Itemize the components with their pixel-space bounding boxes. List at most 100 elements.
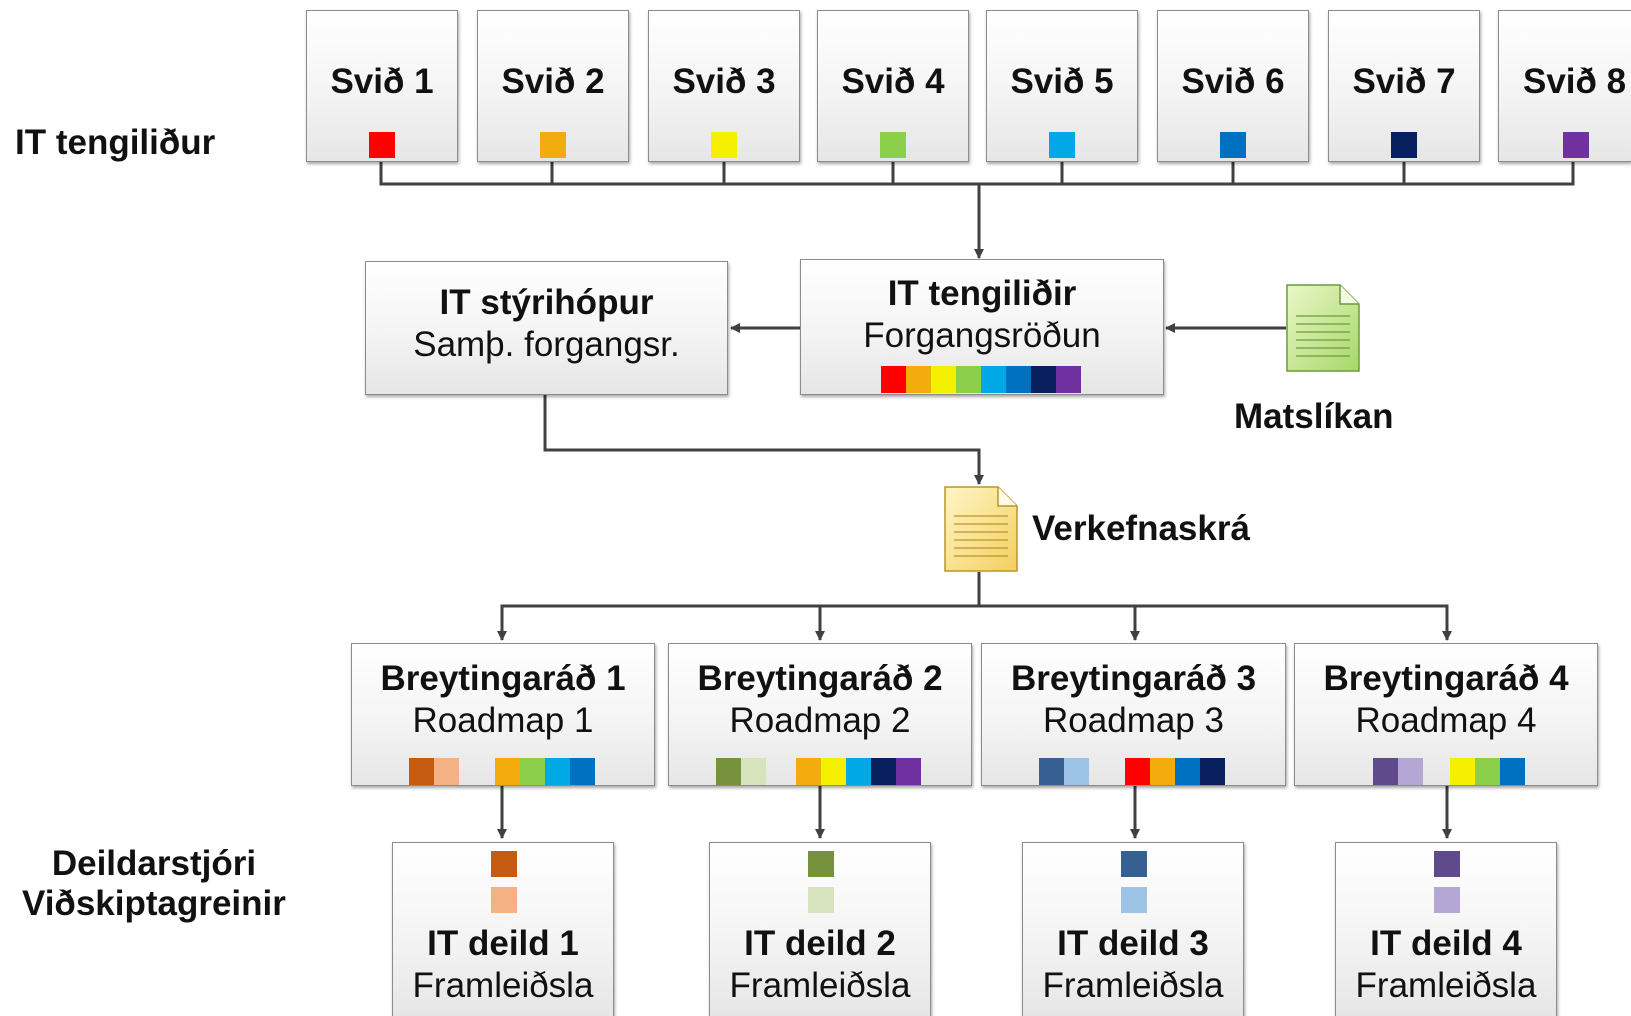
change-board-subtitle: Roadmap 2: [729, 701, 911, 740]
division-color-square: [880, 132, 906, 158]
it-contacts-title: IT tengiliðir: [887, 274, 1077, 313]
change-board-title: Breytingaráð 4: [1323, 659, 1569, 698]
division-label: Svið 5: [1010, 62, 1114, 101]
division-box-2: Svið 2: [477, 10, 629, 162]
it-contacts-box: IT tengiliðir Forgangsröðun: [800, 259, 1164, 395]
document-icon-green: [1286, 284, 1360, 372]
division-box-1: Svið 1: [306, 10, 458, 162]
division-color-square: [369, 132, 395, 158]
change-board-4: Breytingaráð 4 Roadmap 4: [1294, 643, 1598, 786]
division-color-square: [1220, 132, 1246, 158]
change-board-subtitle: Roadmap 4: [1355, 701, 1537, 740]
dept-color-square-light: [491, 887, 517, 913]
division-color-strip: [1125, 758, 1225, 785]
project-register-label: Verkefnaskrá: [1032, 509, 1250, 548]
priority-color-cell: [1006, 366, 1031, 393]
it-contact-row-label: IT tengiliður: [15, 123, 216, 162]
division-box-4: Svið 4: [817, 10, 969, 162]
it-department-title: IT deild 3: [1057, 924, 1209, 963]
dept-manager-label-line2: Viðskiptagreinir: [22, 884, 286, 924]
priority-color-cell: [881, 366, 906, 393]
change-board-subtitle: Roadmap 3: [1043, 701, 1224, 740]
color-cell: [1200, 758, 1225, 785]
color-cell: [1475, 758, 1500, 785]
division-label: Svið 1: [330, 62, 434, 101]
change-board-title: Breytingaráð 1: [380, 659, 626, 698]
color-cell: [896, 758, 921, 785]
dept-color-square-light: [1121, 887, 1147, 913]
dept-color-strip: [409, 758, 459, 785]
it-department-subtitle: Framleiðsla: [729, 966, 911, 1005]
it-department-title: IT deild 1: [427, 924, 579, 963]
color-cell: [1500, 758, 1525, 785]
priority-color-cell: [931, 366, 956, 393]
dept-manager-label: Deildarstjóri Viðskiptagreinir: [22, 844, 286, 925]
division-color-strip: [796, 758, 921, 785]
dept-color-square-dark: [491, 851, 517, 877]
color-cell: [1175, 758, 1200, 785]
division-color-strip: [1450, 758, 1525, 785]
evaluation-model-label: Matslíkan: [1234, 397, 1394, 436]
division-box-5: Svið 5: [986, 10, 1138, 162]
color-cell: [409, 758, 434, 785]
dept-color-strip: [1039, 758, 1089, 785]
color-cell: [495, 758, 520, 785]
it-department-title: IT deild 2: [744, 924, 896, 963]
division-label: Svið 6: [1181, 62, 1285, 101]
steering-group-title: IT stýrihópur: [439, 283, 654, 322]
color-cell: [570, 758, 595, 785]
color-cell: [741, 758, 766, 785]
priority-color-cell: [1031, 366, 1056, 393]
dept-color-square-dark: [808, 851, 834, 877]
change-board-2: Breytingaráð 2 Roadmap 2: [668, 643, 972, 786]
division-box-6: Svið 6: [1157, 10, 1309, 162]
color-cell: [434, 758, 459, 785]
it-department-subtitle: Framleiðsla: [1355, 966, 1537, 1005]
dept-color-square-dark: [1121, 851, 1147, 877]
division-box-3: Svið 3: [648, 10, 800, 162]
it-department-3: IT deild 3 Framleiðsla: [1022, 842, 1244, 1016]
color-cell: [716, 758, 741, 785]
division-color-square: [1563, 132, 1589, 158]
priority-color-cell: [906, 366, 931, 393]
it-department-1: IT deild 1 Framleiðsla: [392, 842, 614, 1016]
change-board-title: Breytingaráð 3: [1010, 659, 1257, 698]
priority-color-cell: [1056, 366, 1081, 393]
priority-color-cell: [981, 366, 1006, 393]
color-cell: [1125, 758, 1150, 785]
division-label: Svið 8: [1523, 62, 1627, 101]
steering-group-box: IT stýrihópur Samþ. forgangsr.: [365, 261, 728, 395]
color-cell: [1064, 758, 1089, 785]
change-board-title: Breytingaráð 2: [697, 659, 943, 698]
it-department-2: IT deild 2 Framleiðsla: [709, 842, 931, 1016]
dept-color-square-light: [1434, 887, 1460, 913]
dept-color-square-light: [808, 887, 834, 913]
division-color-square: [1391, 132, 1417, 158]
division-color-strip: [495, 758, 595, 785]
color-cell: [1039, 758, 1064, 785]
change-board-1: Breytingaráð 1 Roadmap 1: [351, 643, 655, 786]
steering-group-subtitle: Samþ. forgangsr.: [413, 325, 680, 364]
color-cell: [871, 758, 896, 785]
color-cell: [520, 758, 545, 785]
division-color-square: [711, 132, 737, 158]
dept-color-square-dark: [1434, 851, 1460, 877]
division-label: Svið 3: [672, 62, 776, 101]
it-contacts-subtitle: Forgangsröðun: [863, 316, 1101, 355]
color-cell: [1450, 758, 1475, 785]
division-box-7: Svið 7: [1328, 10, 1480, 162]
division-label: Svið 2: [501, 62, 605, 101]
priority-color-cell: [956, 366, 981, 393]
document-icon-yellow: [944, 486, 1018, 572]
division-color-square: [540, 132, 566, 158]
it-department-title: IT deild 4: [1370, 924, 1522, 963]
color-cell: [1373, 758, 1398, 785]
priority-color-strip: [881, 366, 1081, 393]
dept-manager-label-line1: Deildarstjóri: [51, 844, 257, 883]
it-department-subtitle: Framleiðsla: [1042, 966, 1224, 1005]
color-cell: [846, 758, 871, 785]
change-board-3: Breytingaráð 3 Roadmap 3: [981, 643, 1286, 786]
division-label: Svið 7: [1352, 62, 1456, 101]
division-box-8: Svið 8: [1498, 10, 1631, 162]
change-board-subtitle: Roadmap 1: [412, 701, 594, 740]
